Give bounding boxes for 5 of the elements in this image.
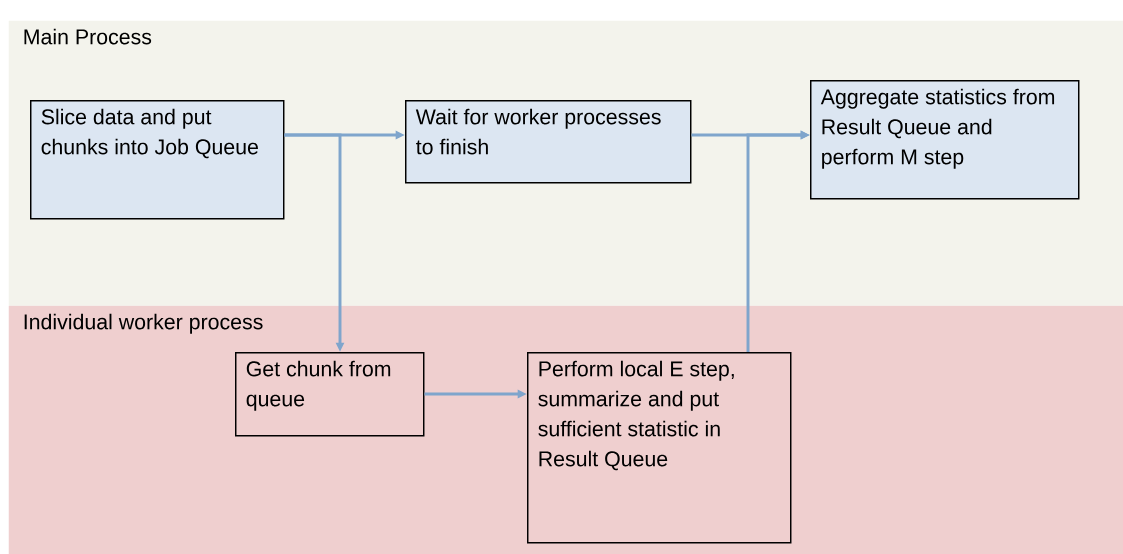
process-box: Aggregate statistics from Result Queue and perform M step (810, 80, 1080, 200)
process-box: Perform local E step, summarize and put sufficient statistic in Result Queue (527, 352, 792, 544)
process-box: Slice data and put chunks into Job Queue (30, 100, 285, 220)
process-box: Get chunk from queue (235, 352, 425, 437)
process-box: Wait for worker processes to finish (405, 100, 692, 184)
